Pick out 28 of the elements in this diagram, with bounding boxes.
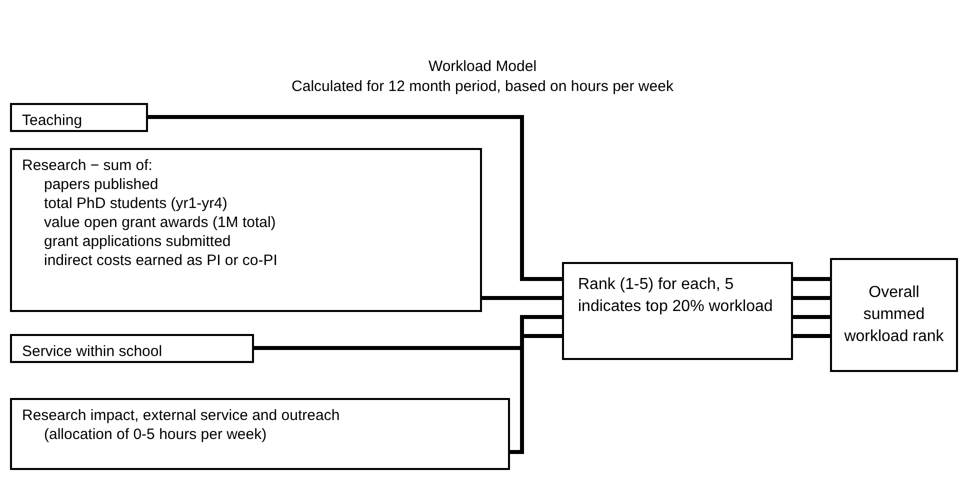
box-heading: Research − sum of: bbox=[22, 156, 154, 175]
box-text: grant applications submitted bbox=[43, 232, 232, 251]
box-text: total PhD students (yr1-yr4) bbox=[43, 194, 228, 213]
connector-line bbox=[791, 334, 832, 338]
connector-line bbox=[480, 296, 564, 300]
box-heading: Research impact, external service and outreach bbox=[22, 406, 341, 425]
process-box bbox=[10, 398, 510, 470]
box-text: value open grant awards (1M total) bbox=[43, 213, 277, 232]
connector-line bbox=[146, 115, 564, 281]
process-box bbox=[10, 103, 148, 132]
process-box bbox=[830, 258, 958, 372]
subtitle: Calculated for 12 month period, based on hours per week bbox=[290, 78, 674, 95]
connector-line bbox=[791, 277, 832, 281]
connector-line bbox=[252, 315, 564, 350]
box-heading: Overall summed workload rank bbox=[843, 283, 945, 347]
process-box bbox=[10, 148, 482, 312]
box-text: (allocation of 0-5 hours per week) bbox=[43, 425, 268, 444]
connector-line bbox=[508, 334, 564, 454]
connector-line bbox=[791, 296, 832, 300]
box-text: indirect costs earned as PI or co-PI bbox=[43, 251, 278, 270]
box-text: papers published bbox=[43, 175, 160, 194]
box-heading: Service within school bbox=[22, 342, 164, 361]
box-heading: Teaching bbox=[22, 111, 84, 130]
connector-line bbox=[791, 315, 832, 319]
process-box bbox=[10, 334, 254, 363]
diagram-title: Workload Model bbox=[427, 58, 538, 75]
process-box bbox=[562, 262, 793, 360]
box-heading: Rank (1-5) for each, 5 indicates top 20% workload bbox=[578, 275, 774, 317]
